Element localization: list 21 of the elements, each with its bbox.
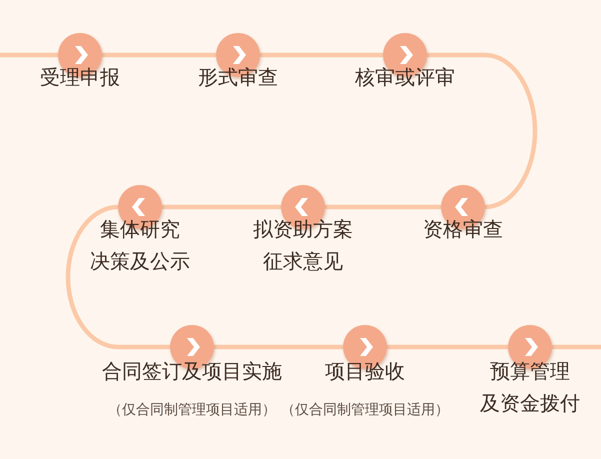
- step-label: 集体研究决策及公示: [90, 216, 190, 275]
- connector-line: [387, 344, 508, 350]
- connector-line: [162, 204, 281, 210]
- note-text: （仅合同制管理项目适用）: [108, 401, 276, 419]
- step-label: 资格审查: [423, 216, 503, 243]
- step-label: 受理申报: [40, 64, 120, 91]
- connector-line: [427, 52, 538, 210]
- connector-line: [325, 204, 441, 210]
- connector-line: [552, 344, 601, 350]
- step-label: 形式审查: [198, 64, 278, 91]
- connector-line: [0, 52, 58, 58]
- connector-line: [102, 52, 216, 58]
- note-text: （仅合同制管理项目适用）: [281, 401, 449, 419]
- step-label: 核审或评审: [355, 64, 455, 91]
- step-label: 拟资助方案征求意见: [253, 216, 353, 275]
- step-label: 项目验收: [325, 358, 405, 385]
- connector-line: [260, 52, 383, 58]
- step-label: 合同签订及项目实施: [102, 358, 282, 385]
- connector-line: [66, 204, 170, 350]
- connector-line: [214, 344, 343, 350]
- step-label: 预算管理及资金拨付: [480, 358, 580, 417]
